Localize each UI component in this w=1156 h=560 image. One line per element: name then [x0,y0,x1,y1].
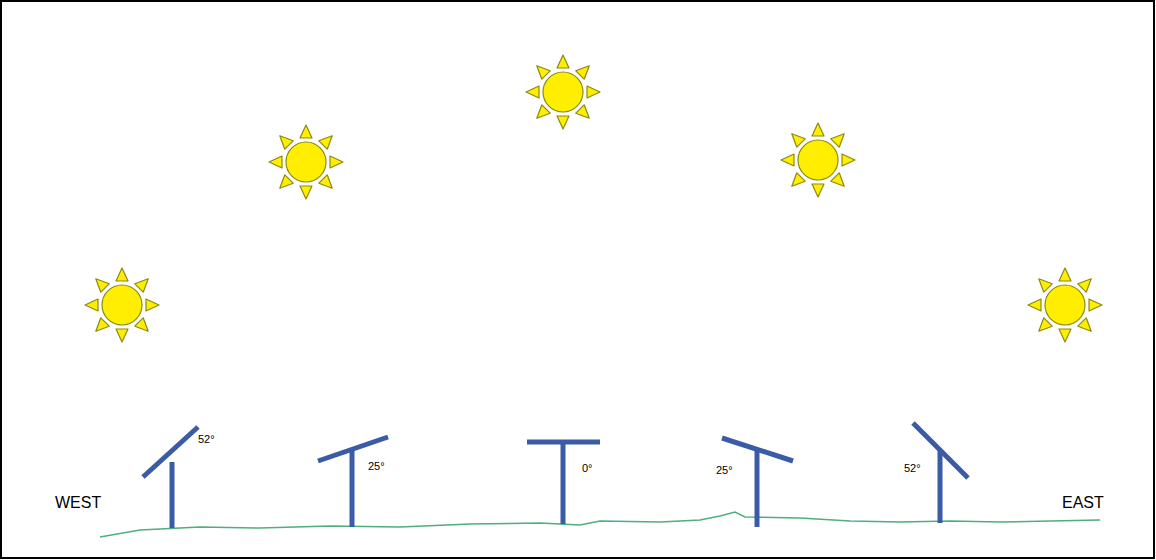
tracker-post [170,462,175,528]
sun-symbol [781,123,855,197]
angle-label: 25° [716,464,733,476]
angle-label: 52° [904,462,921,474]
sun-symbol [269,125,343,199]
direction-label: WEST [55,494,101,512]
sun-symbol [85,268,159,342]
direction-label: EAST [1062,494,1104,512]
solar-panel [722,438,793,461]
tracker-post [350,450,355,527]
tracker-post [561,442,566,524]
solar-panel [143,427,198,477]
solar-panel [527,440,600,445]
angle-label: 0° [582,462,593,474]
sun-symbol [1028,268,1102,342]
sun-symbol [526,55,600,129]
ground-line [100,512,1100,537]
angle-label: 52° [198,433,215,445]
solar-panel [913,423,968,478]
tracker-post [938,451,943,523]
angle-label: 25° [368,460,385,472]
tracker-post [755,449,760,527]
solar-panel [318,437,388,461]
